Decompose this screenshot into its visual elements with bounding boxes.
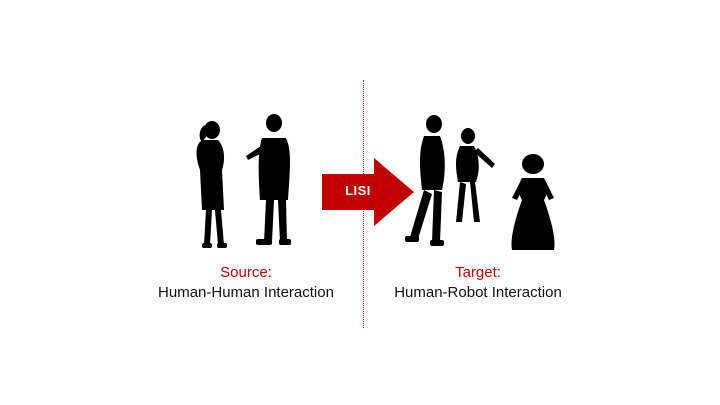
woman-walking-silhouette-icon	[456, 128, 495, 222]
source-caption: Source: Human-Human Interaction	[116, 263, 376, 303]
robot-silhouette-icon	[511, 154, 555, 250]
human-human-silhouettes	[196, 114, 291, 248]
man-silhouette-icon	[246, 114, 291, 245]
walking-man-silhouette-icon	[405, 115, 445, 246]
target-caption: Target: Human-Robot Interaction	[348, 263, 608, 303]
human-robot-silhouettes	[405, 115, 555, 250]
woman-silhouette-icon	[196, 121, 227, 248]
source-description: Human-Human Interaction	[158, 284, 334, 301]
source-kind-label: Source:	[220, 264, 272, 281]
lisi-arrow-icon	[322, 158, 414, 226]
target-kind-label: Target:	[455, 264, 501, 281]
lisi-label: LISI	[345, 183, 371, 198]
target-description: Human-Robot Interaction	[394, 284, 562, 301]
